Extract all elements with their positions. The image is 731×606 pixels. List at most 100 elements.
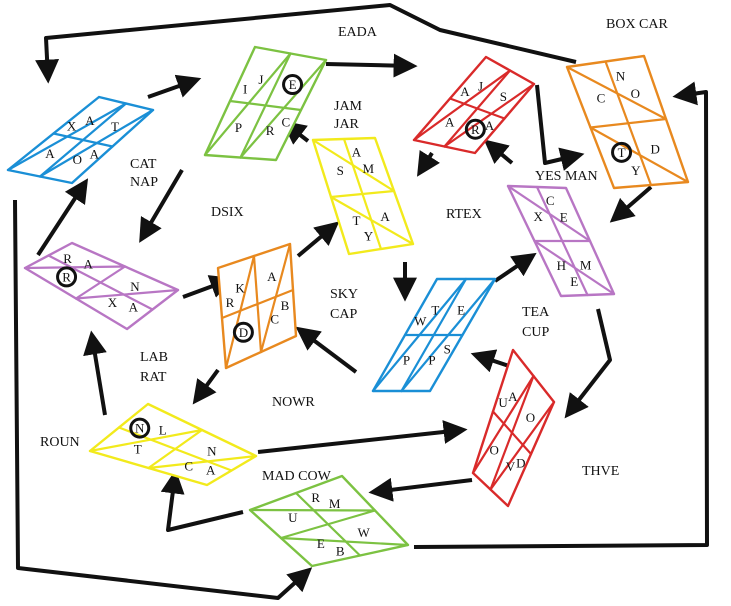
- piece-letter: A: [83, 257, 93, 272]
- piece-letter: R: [63, 251, 72, 266]
- piece-letter: E: [560, 210, 568, 225]
- piece-letter: E: [570, 274, 578, 289]
- piece-letter: X: [108, 295, 118, 310]
- highlight-ring: [129, 417, 151, 439]
- label-rat: RAT: [140, 370, 167, 385]
- label-cup: CUP: [522, 325, 549, 340]
- piece-letter: A: [460, 84, 470, 99]
- piece-letter: L: [159, 422, 167, 437]
- arrow-dsix-to-catnap: [36, 178, 89, 257]
- labels: EADA BOX CAR JAM JAR CAT NAP YES MAN DSI…: [40, 17, 669, 484]
- arrow-madcow-to-roun: [160, 469, 244, 532]
- label-box-car: BOX CAR: [606, 17, 669, 32]
- piece-letter: S: [500, 89, 507, 104]
- label-cat: CAT: [130, 157, 157, 172]
- highlight-ring: [611, 141, 633, 163]
- piece-letter: S: [337, 163, 344, 178]
- piece-letter: D: [650, 142, 659, 157]
- arrow-eada-to-dsix: [139, 168, 184, 243]
- piece-letter: P: [428, 353, 435, 368]
- label-jar: JAR: [334, 117, 360, 132]
- piece-letter: D: [239, 325, 248, 340]
- piece-letter: T: [134, 441, 142, 456]
- label-eada: EADA: [338, 25, 378, 40]
- arrow-rtex-to-red: [483, 139, 514, 165]
- piece-letter: O: [73, 152, 82, 167]
- piece-letter: N: [616, 68, 626, 83]
- piece-letter: O: [526, 410, 535, 425]
- highlight-ring: [232, 321, 254, 343]
- highlight-ring: [56, 266, 78, 288]
- label-thve: THVE: [582, 464, 619, 479]
- label-jam: JAM: [334, 99, 363, 114]
- piece-letter: H: [557, 258, 566, 273]
- piece-letter: D: [516, 455, 525, 470]
- piece-letter: W: [357, 525, 370, 540]
- piece-letter: U: [288, 510, 298, 525]
- piece-letter: O: [490, 442, 499, 457]
- piece-letter: A: [267, 269, 277, 284]
- arrow-roun-to-dsix: [83, 330, 107, 416]
- piece-letter: X: [534, 209, 544, 224]
- arrow-rtex-to-thve: [564, 308, 612, 419]
- piece-letter: N: [130, 279, 140, 294]
- label-mad-cow: MAD COW: [262, 469, 332, 484]
- highlight-ring: [282, 74, 304, 96]
- arrow-catnap-to-eada: [147, 74, 202, 99]
- piece-letter: I: [243, 82, 247, 97]
- piece-letter: M: [363, 161, 375, 176]
- piece-letter: O: [631, 86, 640, 101]
- highlight-ring: [464, 118, 486, 140]
- arrows: [13, 3, 709, 600]
- piece-letter: T: [111, 119, 119, 134]
- piece-letter: C: [270, 311, 279, 326]
- piece-letter: T: [431, 302, 439, 317]
- piece-letter: C: [184, 459, 193, 474]
- piece-letter: C: [546, 193, 555, 208]
- arrow-thve-to-madcow: [368, 477, 473, 502]
- piece-letter: B: [281, 298, 290, 313]
- piece-letter: A: [85, 113, 95, 128]
- label-cap: CAP: [330, 307, 357, 322]
- piece-letter: J: [258, 72, 263, 87]
- piece-letter: E: [457, 302, 465, 317]
- arrow-roun-to-thve: [257, 420, 468, 454]
- piece-letter: M: [580, 257, 592, 272]
- piece-letter: Y: [631, 163, 641, 178]
- label-nap: NAP: [130, 175, 158, 190]
- label-rtex: RTEX: [446, 207, 482, 222]
- label-tea: TEA: [522, 305, 550, 320]
- arrow-nowr-to-skycap: [295, 326, 358, 374]
- piece-letter: E: [289, 77, 297, 92]
- label-roun: ROUN: [40, 435, 80, 450]
- piece-letter: X: [67, 119, 77, 134]
- piece-letter: N: [207, 444, 217, 459]
- piece-letter: N: [135, 421, 145, 436]
- piece-letter: A: [485, 118, 495, 133]
- arrow-skycap-to-roun: [192, 368, 220, 405]
- arrow-skycap-to-jamjar: [296, 221, 340, 258]
- label-lab: LAB: [140, 350, 168, 365]
- piece-letter: M: [329, 496, 341, 511]
- piece-letter: P: [403, 353, 410, 368]
- piece-letter: A: [90, 147, 100, 162]
- piece-letter: R: [226, 295, 235, 310]
- arrow-red-to-yesman: [535, 84, 585, 171]
- piece-letter: C: [282, 114, 291, 129]
- label-sky: SKY: [330, 287, 358, 302]
- big-loop-arrow: [35, 3, 577, 84]
- piece-letter: Y: [364, 229, 374, 244]
- arrow-red-down: [417, 150, 440, 177]
- piece-letter: T: [618, 145, 626, 160]
- arrow-boxcar-to-rtex: [609, 185, 653, 223]
- piece-letter: P: [235, 120, 242, 135]
- arrow-thve-to-teacup: [470, 349, 513, 373]
- piece-letter: V: [506, 459, 516, 474]
- piece-letter: A: [129, 299, 139, 314]
